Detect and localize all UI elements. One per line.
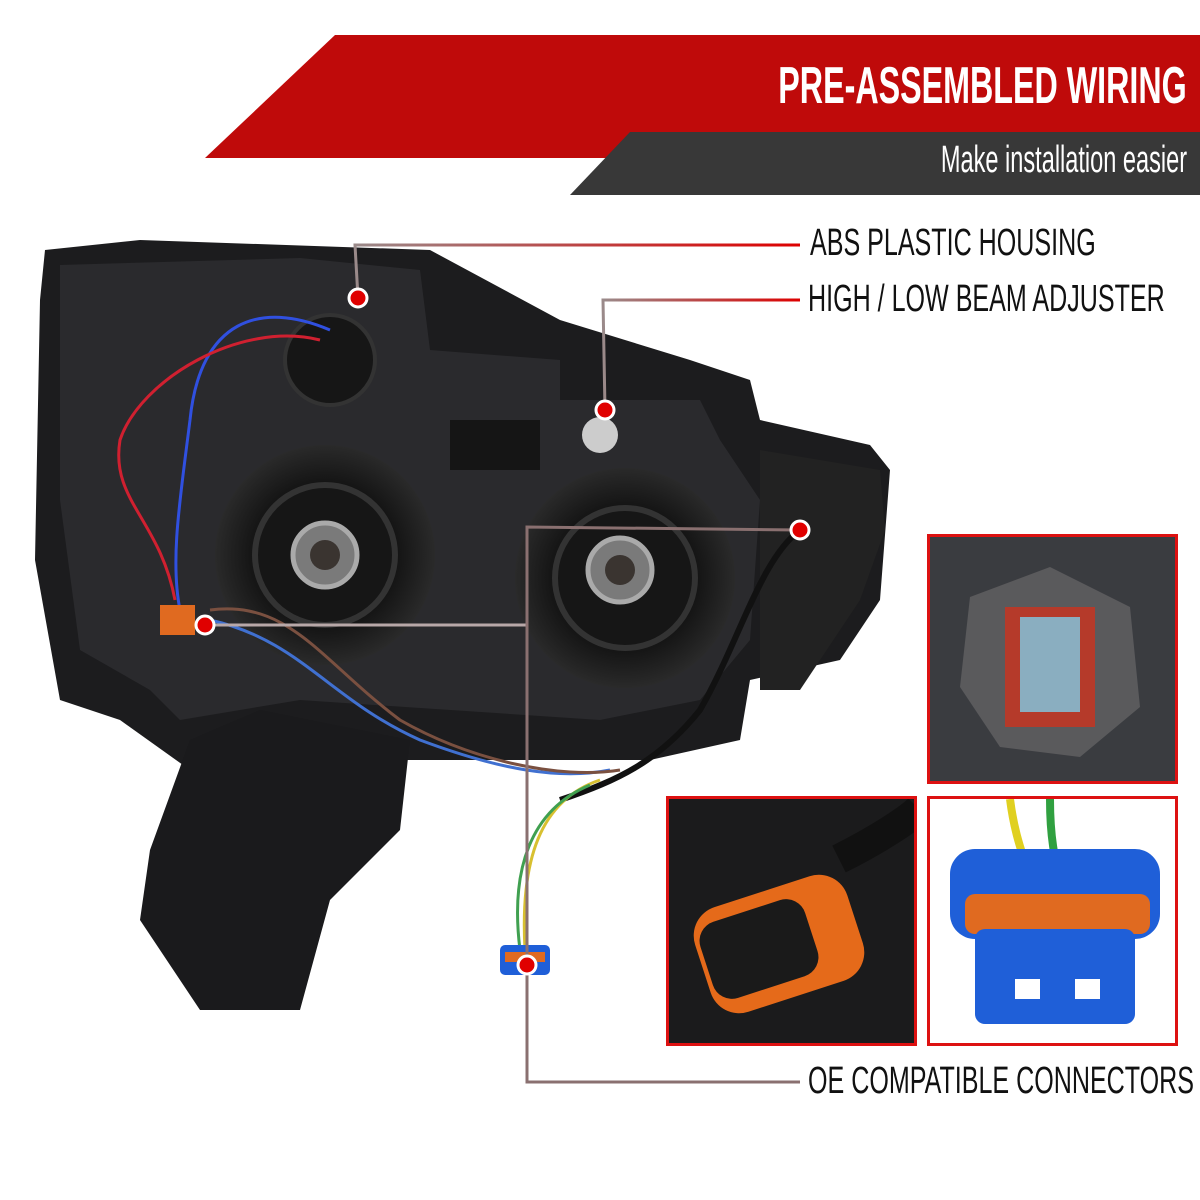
dot-connector-left: [194, 614, 216, 636]
dot-adjuster: [594, 399, 616, 421]
mounting-bracket: [140, 710, 410, 1010]
side-bracket: [760, 450, 885, 690]
inset-grey-connector: [927, 534, 1178, 784]
dot-connector-plug: [516, 954, 538, 976]
dot-housing: [347, 287, 369, 309]
callout-adjuster-label: HIGH / LOW BEAM ADJUSTER: [808, 278, 1165, 320]
orange-connector: [160, 605, 195, 635]
banner-title: PRE-ASSEMBLED WIRING: [778, 57, 1187, 115]
callout-housing-label: ABS PLASTIC HOUSING: [810, 222, 1096, 264]
banner-subtitle: Make installation easier: [940, 139, 1187, 181]
dot-connector-right: [789, 519, 811, 541]
banner-dark: [570, 132, 1200, 195]
headlight-housing: [35, 240, 890, 1010]
wiring: [117, 315, 802, 951]
inset-orange-connector: [666, 796, 917, 1046]
callout-connectors-label: OE COMPATIBLE CONNECTORS: [808, 1060, 1195, 1102]
callout-dots: [194, 287, 811, 976]
adjuster-bolt: [582, 417, 618, 453]
inset-blue-plug: [927, 796, 1178, 1046]
banner-red: [205, 35, 1200, 158]
